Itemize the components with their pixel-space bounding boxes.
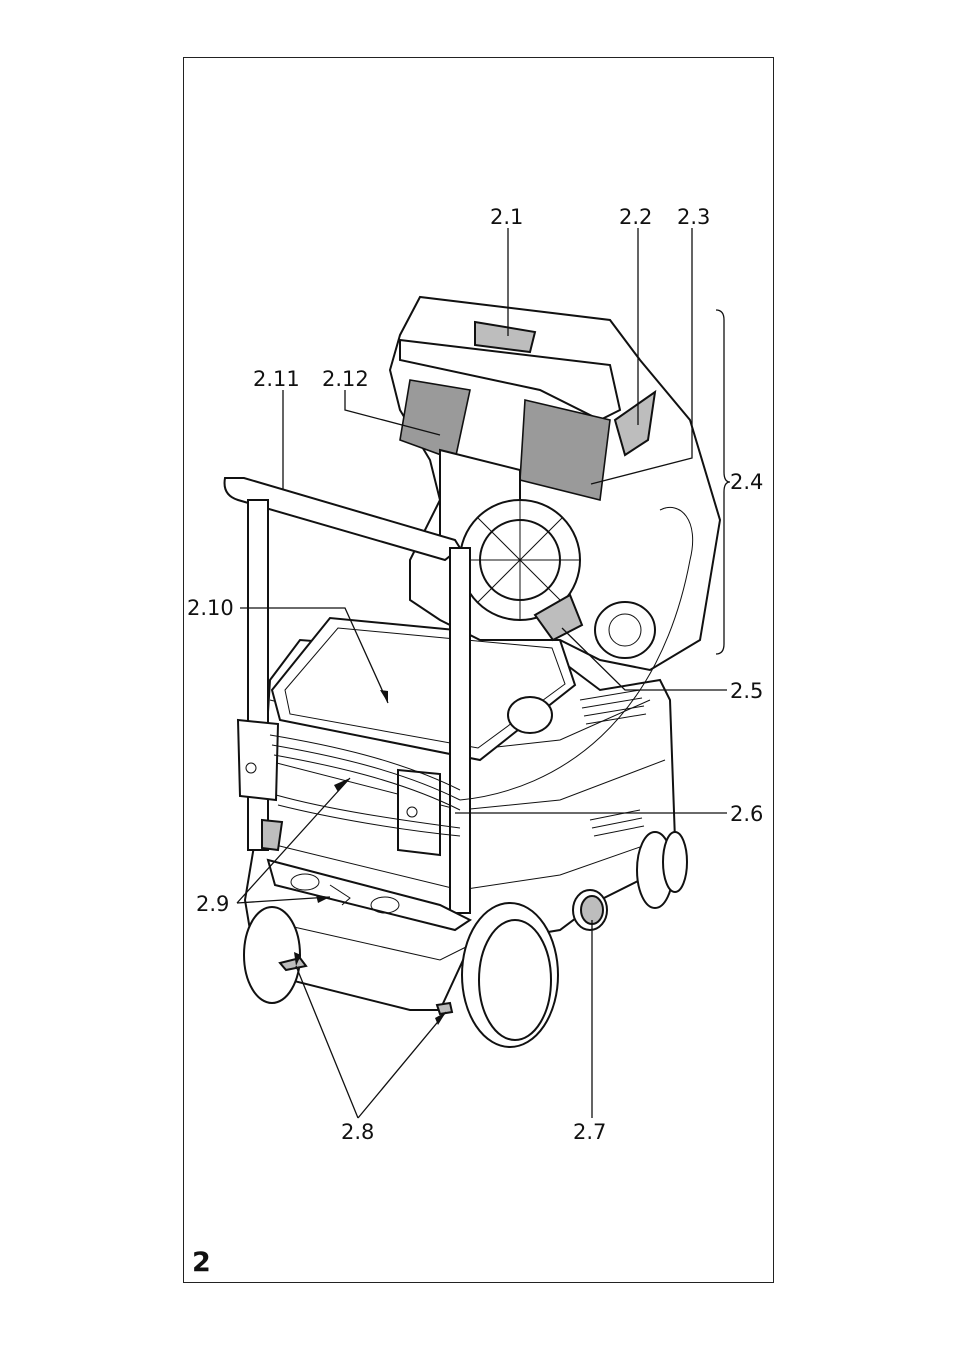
callout-2-8: 2.8: [341, 1122, 374, 1143]
callout-2-9: 2.9: [196, 894, 229, 915]
callout-2-7: 2.7: [573, 1122, 606, 1143]
figure-number: 2: [192, 1247, 211, 1278]
callout-2-10: 2.10: [187, 598, 234, 619]
callout-2-3: 2.3: [677, 207, 710, 228]
callout-2-4: 2.4: [730, 472, 763, 493]
motor-head: [390, 297, 720, 670]
callout-2-11: 2.11: [253, 369, 300, 390]
callout-2-12: 2.12: [322, 369, 369, 390]
callout-2-5: 2.5: [730, 681, 763, 702]
callout-2-6: 2.6: [730, 804, 763, 825]
callout-2-2: 2.2: [619, 207, 652, 228]
callout-2-1: 2.1: [490, 207, 523, 228]
